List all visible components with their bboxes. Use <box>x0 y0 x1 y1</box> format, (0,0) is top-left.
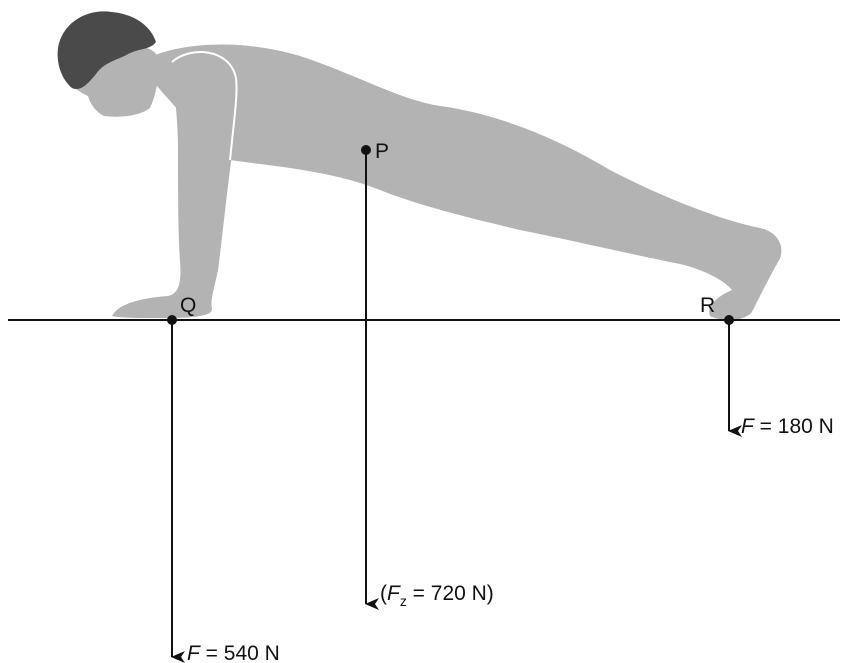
force-symbol-p: F <box>387 582 401 605</box>
force-symbol-q: F <box>187 642 201 663</box>
force-value-r: = 180 N <box>754 415 834 438</box>
force-label-p: (Fz = 720 N) <box>380 582 494 609</box>
point-p-dot <box>361 145 371 155</box>
force-open-paren-p: ( <box>380 582 387 605</box>
person-figure <box>57 11 782 321</box>
force-subscript-p: z <box>400 593 407 609</box>
force-value-q: = 540 N <box>200 642 280 663</box>
force-value-p: = 720 N) <box>407 582 494 605</box>
force-label-r: F = 180 N <box>741 415 834 438</box>
point-q-label: Q <box>180 294 196 317</box>
torso-and-legs <box>140 44 782 321</box>
force-label-q: F = 540 N <box>187 642 280 663</box>
force-symbol-r: F <box>741 415 755 438</box>
shoulder-outline <box>171 51 238 161</box>
point-r-label: R <box>700 294 715 317</box>
point-q-dot <box>167 315 177 325</box>
arm <box>112 50 238 319</box>
hair <box>57 11 156 90</box>
point-r-dot <box>724 315 734 325</box>
point-p-label: P <box>375 140 389 163</box>
